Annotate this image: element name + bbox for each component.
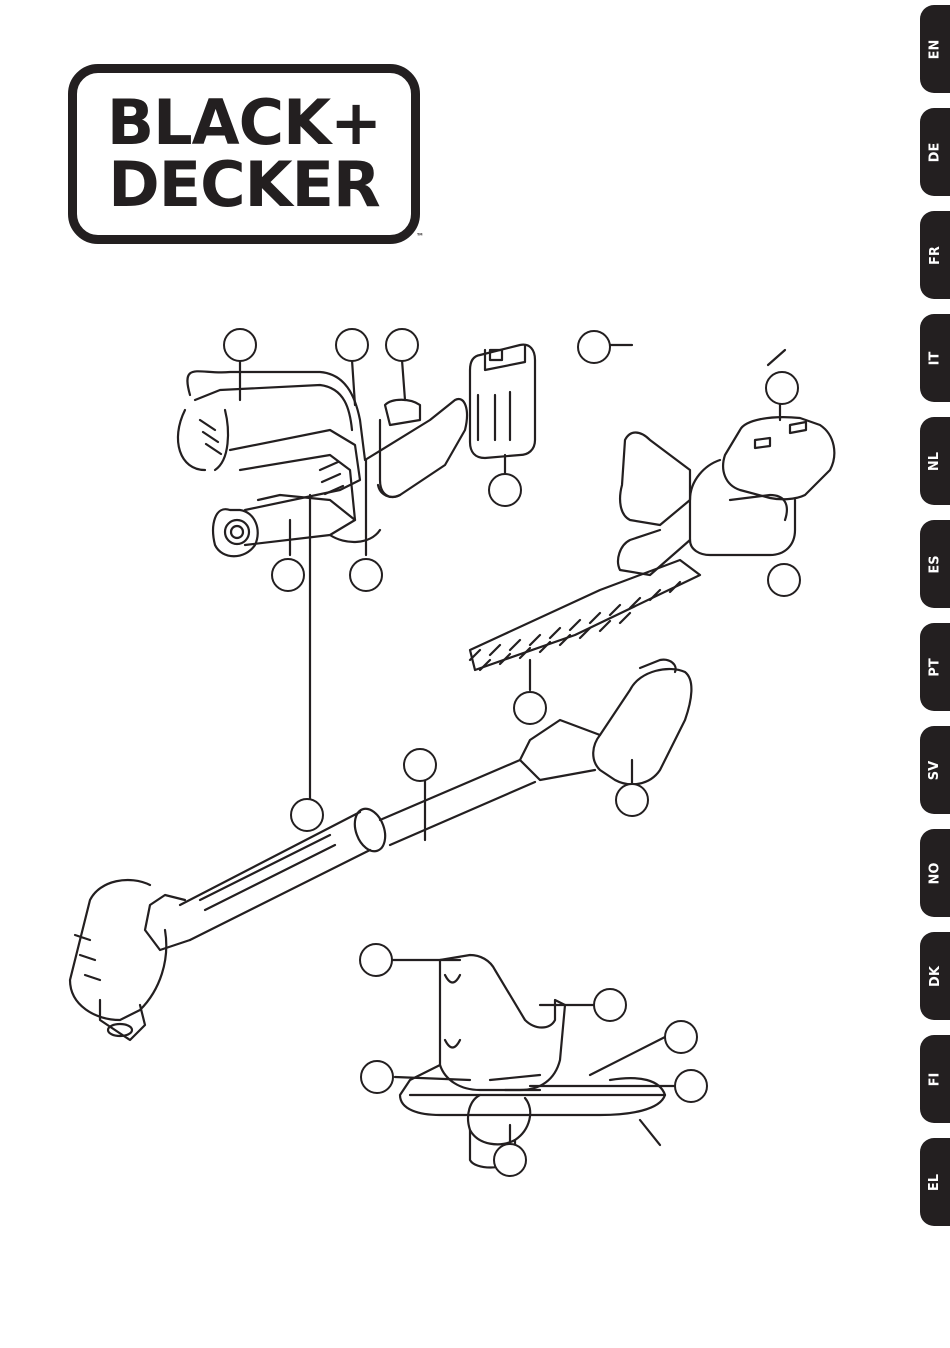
tab-language-dk[interactable]: DK [920, 932, 950, 1020]
callout-circle [665, 1021, 697, 1053]
tab-language-it[interactable]: IT [920, 314, 950, 402]
tab-language-de[interactable]: DE [920, 108, 950, 196]
callout-circle [578, 331, 610, 363]
battery-pack-icon [470, 345, 535, 475]
callout-circle [594, 989, 626, 1021]
callout-circle [224, 329, 256, 361]
callout-circle [361, 1061, 393, 1093]
tab-language-nl[interactable]: NL [920, 417, 950, 505]
callout-circle [514, 692, 546, 724]
callout-circle [675, 1070, 707, 1102]
language-tabs: EN DE FR IT NL ES PT SV NO DK FI EL [920, 0, 950, 1348]
tab-language-fr[interactable]: FR [920, 211, 950, 299]
string-trimmer-head-icon [390, 955, 675, 1168]
callout-circle [386, 329, 418, 361]
callout-circle [404, 749, 436, 781]
callout-circle [360, 944, 392, 976]
callout-circle [768, 564, 800, 596]
tab-language-sv[interactable]: SV [920, 726, 950, 814]
power-head-unit-icon [178, 360, 467, 556]
tab-language-pt[interactable]: PT [920, 623, 950, 711]
tab-language-el[interactable]: EL [920, 1138, 950, 1226]
callout-circle [494, 1144, 526, 1176]
callout-circle [336, 329, 368, 361]
callout-circle [350, 559, 382, 591]
tab-language-no[interactable]: NO [920, 829, 950, 917]
callout-circle [489, 474, 521, 506]
callout-circle [291, 799, 323, 831]
tab-language-es[interactable]: ES [920, 520, 950, 608]
callout-circle [272, 559, 304, 591]
callout-circle [766, 372, 798, 404]
tab-language-fi[interactable]: FI [920, 1035, 950, 1123]
callout-circle [616, 784, 648, 816]
tab-language-en[interactable]: EN [920, 5, 950, 93]
